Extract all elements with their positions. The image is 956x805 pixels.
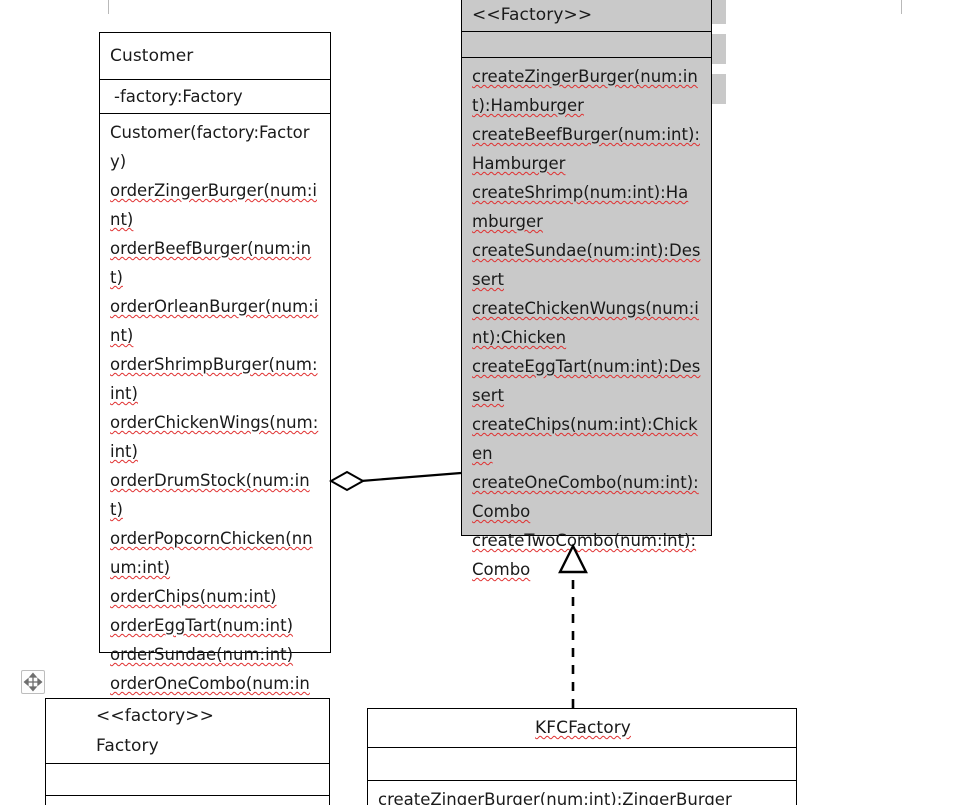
factory-abstract-attributes — [462, 32, 711, 58]
factory-interface-header: <<factory>> Factory — [46, 699, 329, 764]
customer-method: orderEggTart(num:int) — [110, 616, 294, 635]
kfcfactory-class-name: KFCFactory — [368, 709, 796, 748]
factory-interface-name: Factory — [96, 736, 159, 756]
uml-class-factory-abstract[interactable]: <<Factory>> createZingerBurger(num:int):… — [461, 0, 712, 579]
page-margin-mark-top-left — [108, 0, 144, 14]
kfcfactory-class-name-text: KFCFactory — [535, 718, 631, 738]
selection-handle-middle[interactable] — [712, 34, 726, 64]
customer-method: orderBeefBurger(num:int) — [110, 239, 312, 287]
factory-abstract-method: createTwoCombo(num:int):Combo — [472, 531, 697, 579]
aggregation-connector — [328, 470, 462, 492]
factory-abstract-method: createSundae(num:int):Dessert — [472, 241, 701, 289]
move-handle-icon — [23, 672, 43, 692]
customer-method: orderDrumStock(num:int) — [110, 471, 310, 519]
factory-abstract-method: createOneCombo(num:int):Combo — [472, 473, 699, 521]
customer-method: orderChips(num:int) — [110, 587, 277, 606]
move-handle-button[interactable] — [21, 670, 45, 694]
factory-abstract-method: createChickenWungs(num:int):Chicken — [472, 299, 699, 347]
customer-class-name: Customer — [100, 33, 330, 80]
uml-class-factory-interface[interactable]: <<factory>> Factory createHamburger(num:… — [45, 698, 330, 805]
factory-abstract-method: createShrimp(num:int):Hamburger — [472, 183, 689, 231]
factory-abstract-method: createChips(num:int):Chicken — [472, 415, 698, 463]
selection-handle-bottom[interactable] — [712, 74, 726, 104]
selection-handles[interactable] — [712, 0, 726, 114]
customer-method: orderShrimpBurger(num:int) — [110, 355, 318, 403]
customer-attribute: -factory:Factory — [114, 87, 243, 106]
factory-interface-methods: createHamburger(num:int):Hamb — [46, 796, 329, 805]
factory-abstract-method: createZingerBurger(num:int):Hamburger — [472, 67, 698, 115]
factory-interface-attributes — [46, 764, 329, 796]
customer-method: orderSundae(num:int) — [110, 645, 294, 664]
customer-methods: Customer(factory:Factory) orderZingerBur… — [100, 114, 330, 789]
selection-handle-top[interactable] — [712, 0, 726, 24]
factory-interface-method: createHamburger(num:int):Hamb — [56, 800, 321, 805]
uml-class-kfcfactory[interactable]: KFCFactory createZingerBurger(num:int):Z… — [367, 708, 797, 805]
customer-method: orderPopcornChicken(nnum:int) — [110, 529, 313, 577]
kfcfactory-methods: createZingerBurger(num:int):ZingerBurger — [368, 781, 796, 805]
kfcfactory-method: createZingerBurger(num:int):ZingerBurger — [378, 790, 732, 805]
kfcfactory-attributes — [368, 748, 796, 781]
customer-attributes: -factory:Factory — [100, 80, 330, 114]
page-margin-mark-top-right — [866, 0, 902, 14]
factory-abstract-method: createBeefBurger(num:int):Hamburger — [472, 125, 700, 173]
customer-method: orderZingerBurger(num:int) — [110, 181, 317, 229]
customer-method: orderOrleanBurger(num:int) — [110, 297, 319, 345]
customer-method: Customer(factory:Factory) — [110, 123, 310, 171]
factory-abstract-method: createEggTart(num:int):Dessert — [472, 357, 701, 405]
customer-method: orderChickenWings(num:int) — [110, 413, 319, 461]
factory-abstract-methods: createZingerBurger(num:int):Hamburger cr… — [462, 58, 711, 588]
factory-abstract-stereotype: <<Factory>> — [462, 0, 711, 32]
uml-class-customer[interactable]: Customer -factory:Factory Customer(facto… — [99, 32, 331, 780]
factory-interface-stereotype: <<factory>> — [96, 706, 214, 726]
